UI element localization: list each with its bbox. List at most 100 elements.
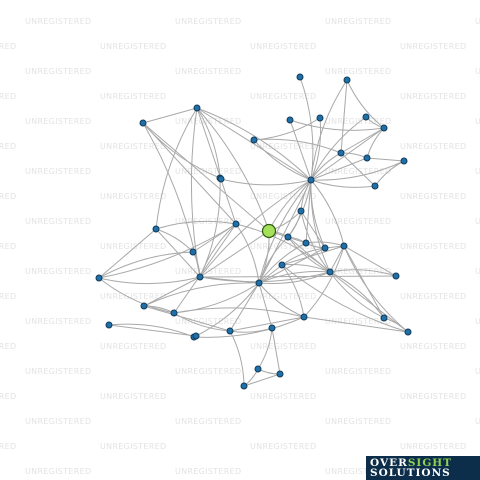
network-node[interactable] (250, 136, 258, 144)
network-node[interactable] (371, 182, 379, 190)
focus-node[interactable] (261, 223, 277, 239)
watermark-text: UNREGISTERED (250, 42, 316, 51)
network-edge (310, 117, 322, 181)
oversight-solutions-logo: OVERSIGHT SOLUTIONS (366, 456, 480, 480)
network-edge (98, 277, 175, 314)
watermark-text: UNREGISTERED (325, 167, 391, 176)
network-node[interactable] (254, 365, 262, 373)
network-node[interactable] (321, 244, 329, 252)
network-node[interactable] (404, 328, 412, 336)
network-node[interactable] (255, 279, 263, 287)
network-node[interactable] (316, 114, 324, 122)
network-edge (173, 312, 231, 332)
network-edge (196, 107, 237, 225)
network-node[interactable] (297, 207, 305, 215)
network-edge (340, 152, 376, 187)
network-node[interactable] (226, 327, 234, 335)
network-edge (199, 177, 221, 278)
watermark-text: UNREGISTERED (0, 242, 16, 251)
network-edge (281, 264, 409, 333)
network-edge (303, 316, 409, 333)
watermark-text: UNREGISTERED (250, 292, 316, 301)
network-node[interactable] (276, 370, 284, 378)
network-edge (98, 276, 201, 285)
network-node[interactable] (296, 73, 304, 81)
network-node[interactable] (337, 149, 345, 157)
network-edge (310, 157, 368, 181)
network-node[interactable] (326, 268, 334, 276)
network-node[interactable] (240, 382, 248, 390)
network-node[interactable] (196, 273, 204, 281)
network-node[interactable] (362, 113, 370, 121)
network-node[interactable] (268, 324, 276, 332)
network-edge (271, 327, 281, 375)
network-edge (199, 230, 270, 278)
network-edge (229, 330, 245, 387)
network-node[interactable] (189, 248, 197, 256)
network-edge (329, 271, 385, 319)
network-edge (257, 327, 273, 370)
logo-word-sight: SIGHT (407, 457, 453, 469)
network-edge (199, 179, 312, 278)
network-edge (173, 307, 305, 318)
network-node[interactable] (170, 309, 178, 317)
watermark-text: UNREGISTERED (250, 442, 316, 451)
network-node[interactable] (192, 332, 200, 340)
network-edge (340, 79, 348, 154)
network-node[interactable] (152, 225, 160, 233)
watermark-text: UNREGISTERED (100, 42, 166, 51)
network-node[interactable] (217, 175, 225, 183)
network-edge (155, 228, 194, 253)
watermark-text: UNREGISTERED (0, 142, 16, 151)
network-node[interactable] (95, 274, 103, 282)
watermark-layer: UNREGISTERED UNREGISTERED UNREGISTERED UNRE… (0, 17, 480, 476)
network-edge (143, 276, 201, 307)
watermark-text: UNREGISTERED (25, 267, 91, 276)
network-edge (196, 107, 221, 179)
network-node[interactable] (302, 239, 310, 247)
network-node[interactable] (105, 321, 113, 329)
network-node[interactable] (380, 124, 388, 132)
watermark-text: UNREGISTERED (175, 317, 241, 326)
network-node[interactable] (340, 242, 348, 250)
network-edge (329, 269, 397, 277)
watermark-text: UNREGISTERED (100, 442, 166, 451)
watermark-text: UNREGISTERED (100, 242, 166, 251)
network-edge (253, 139, 312, 181)
watermark-text: UNREGISTERED (325, 317, 391, 326)
watermark-text: UNREGISTERED (400, 142, 466, 151)
watermark-text: UNREGISTERED (400, 42, 466, 51)
network-node[interactable] (343, 76, 351, 84)
network-node[interactable] (286, 116, 294, 124)
network-edge (220, 178, 312, 186)
network-node[interactable] (139, 119, 147, 127)
watermark-text: UNREGISTERED (400, 442, 466, 451)
watermark-text: UNREGISTERED (325, 67, 391, 76)
network-edge (258, 242, 307, 284)
network-node[interactable] (380, 314, 388, 322)
network-node[interactable] (140, 302, 148, 310)
network-node[interactable] (307, 176, 315, 184)
edge-layer (98, 76, 409, 387)
network-node[interactable] (193, 104, 201, 112)
network-edge (343, 245, 385, 319)
network-node[interactable] (392, 272, 400, 280)
network-node[interactable] (363, 154, 371, 162)
watermark-text: UNREGISTERED (475, 167, 480, 176)
network-node[interactable] (232, 220, 240, 228)
network-edge (289, 119, 312, 181)
network-node[interactable] (400, 157, 408, 165)
network-edge (253, 117, 321, 141)
watermark-text: UNREGISTERED (400, 292, 466, 301)
network-edge (281, 264, 331, 273)
network-edge (229, 282, 260, 332)
network-node[interactable] (278, 261, 286, 269)
network-node[interactable] (300, 313, 308, 321)
watermark-text: UNREGISTERED (0, 192, 16, 201)
network-node[interactable] (284, 233, 292, 241)
watermark-text: UNREGISTERED (0, 342, 16, 351)
network-edge (142, 122, 270, 232)
network-edge (142, 107, 198, 124)
network-edge (229, 316, 305, 332)
